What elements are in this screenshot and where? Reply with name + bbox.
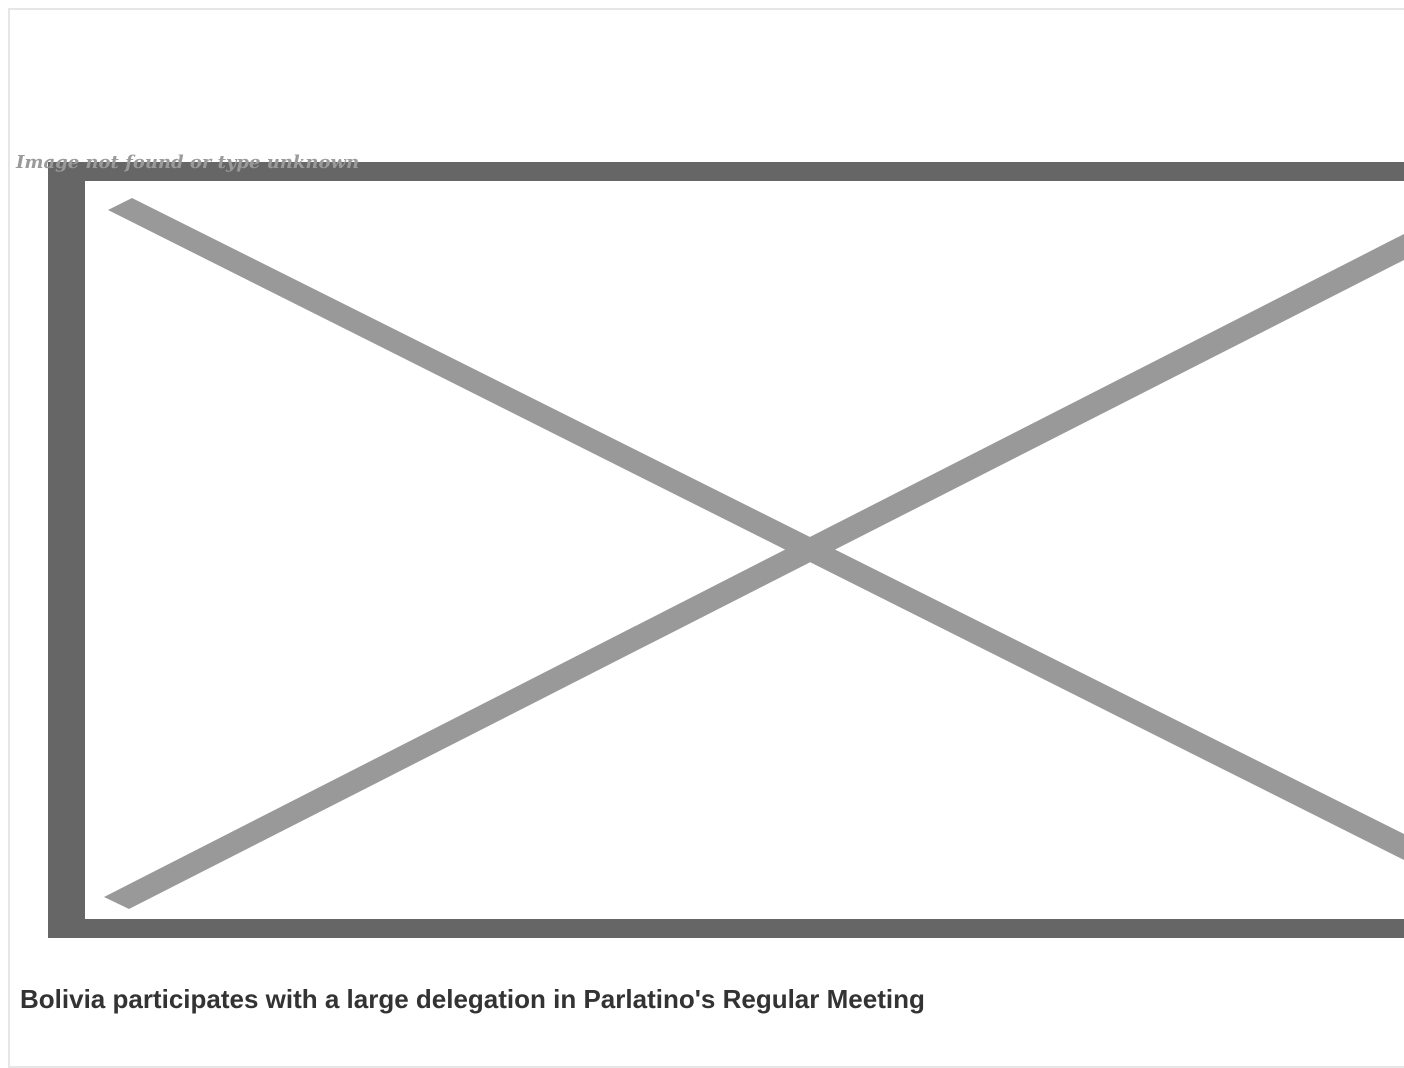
article-title[interactable]: Bolivia participates with a large delega…	[20, 984, 925, 1014]
image-alt-text: Image not found or type unknown	[16, 152, 360, 173]
broken-image-cross-line	[108, 198, 1404, 860]
broken-image-cross-line	[104, 234, 1404, 909]
